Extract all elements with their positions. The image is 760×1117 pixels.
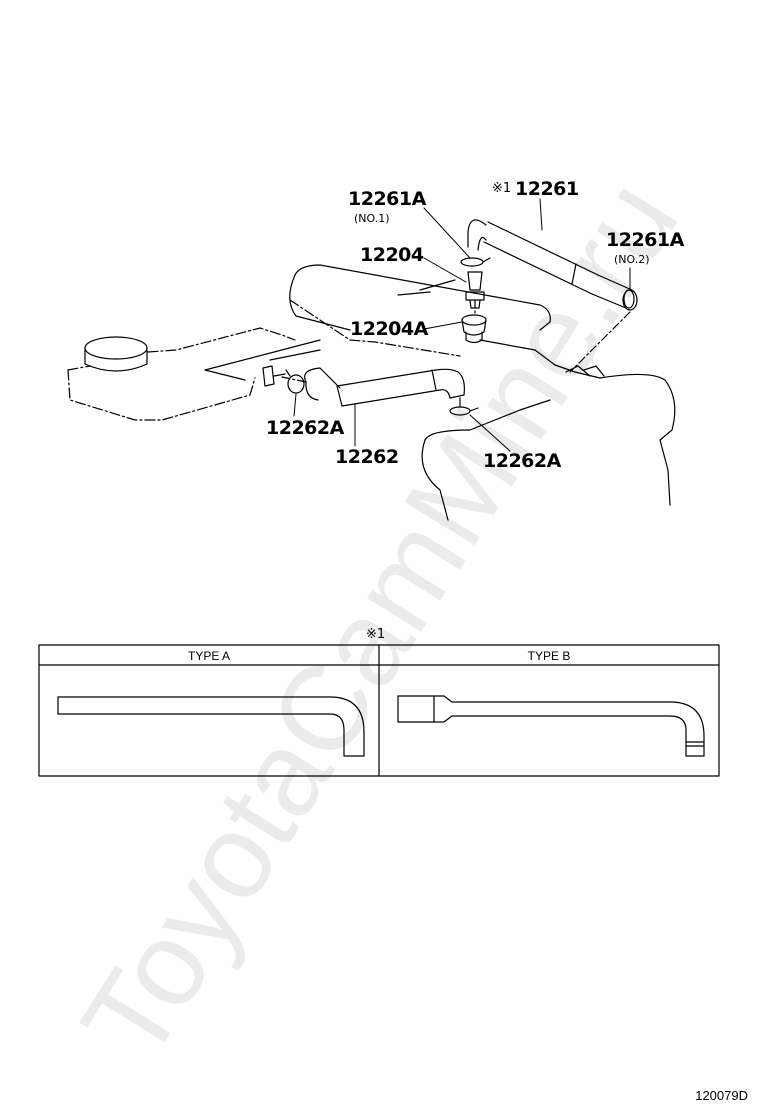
assembly-lines (281, 299, 631, 408)
label-12261A-no1: 12261A (348, 188, 426, 210)
variant-table-col-type-b: TYPE B (527, 649, 571, 663)
intake-cover (204, 264, 601, 381)
right-head (421, 373, 676, 521)
label-12261-mark: ※1 (492, 181, 512, 196)
right-connector (565, 365, 605, 377)
diagram-code: 120079D (695, 1088, 748, 1103)
type-a-hose-shape (57, 696, 365, 757)
engine-outline (67, 299, 461, 421)
variant-table-grid (38, 644, 720, 777)
clamp-12261A-no2-shape (622, 289, 638, 311)
label-12261A-no2: 12261A (606, 229, 684, 251)
variant-table-mark: ※1 (366, 627, 386, 642)
clamp-12262A-right-shape (449, 406, 479, 416)
clamp-12261A-no1-shape (460, 257, 491, 267)
label-12261A-no2-note: (NO.2) (614, 253, 650, 266)
left-nipple (262, 365, 286, 387)
hose-12262-shape (304, 367, 465, 407)
label-12262A-left: 12262A (266, 417, 344, 439)
grommet-shape (461, 314, 487, 344)
clamp-12262A-left-shape (285, 369, 305, 394)
label-12261A-no1-note: (NO.1) (354, 212, 390, 225)
label-12261: 12261 (515, 178, 579, 200)
hose-12261-shape (467, 219, 635, 309)
label-12262: 12262 (335, 446, 399, 468)
variant-table-col-type-a: TYPE A (187, 649, 231, 663)
oil-filler-cap (84, 336, 148, 372)
leader-lines (293, 198, 631, 452)
type-b-hose-shape (397, 695, 705, 757)
label-12204: 12204 (360, 244, 424, 266)
label-12262A-right: 12262A (483, 450, 561, 472)
label-12204A: 12204A (350, 318, 428, 340)
